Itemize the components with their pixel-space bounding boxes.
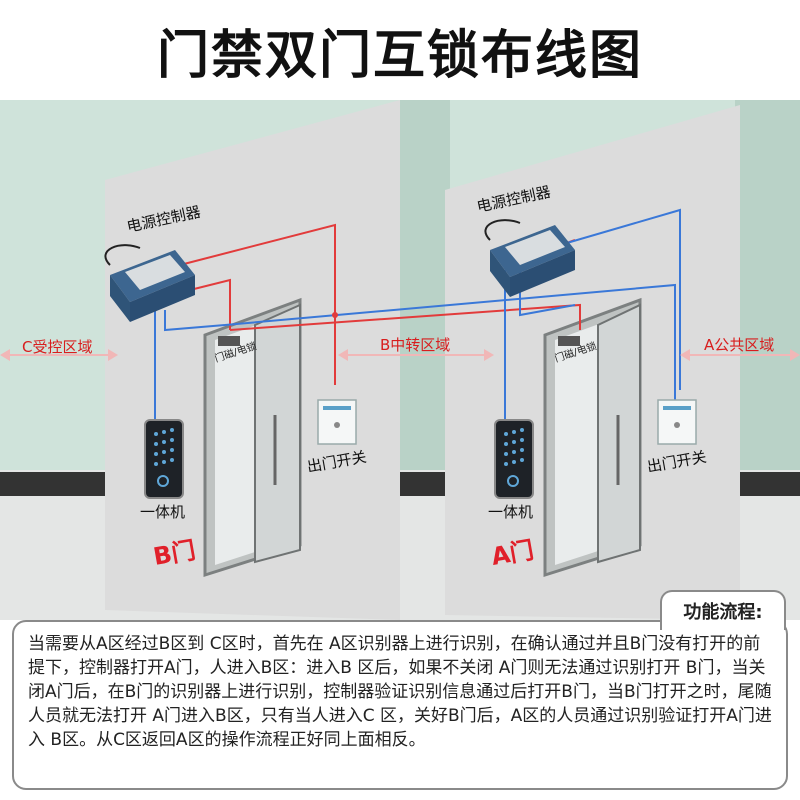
electric-lock-icon <box>218 336 240 346</box>
function-panel <box>12 620 788 790</box>
left-door <box>203 297 302 578</box>
reader-left-icon <box>144 419 184 499</box>
reader-label-left: 一体机 <box>140 503 185 521</box>
page-title: 门禁双门互锁布线图 <box>156 25 643 86</box>
electric-lock-icon <box>558 336 580 346</box>
blue-wires <box>154 208 681 425</box>
exit-button-right-icon <box>657 399 697 445</box>
zone-b-label: B中转区域 <box>380 336 450 354</box>
right-door <box>543 297 642 578</box>
power-controller-right <box>484 219 575 297</box>
wall-stripe <box>735 100 800 470</box>
zone-c-label: C受控区域 <box>22 338 92 356</box>
reader-right-icon <box>494 419 534 499</box>
zone-b-arrow <box>338 349 494 361</box>
function-heading: 功能流程: <box>660 590 786 630</box>
function-text: 当需要从A区经过B区到 C区时，首先在 A区识别器上进行识别，在确认通过并且B门… <box>28 634 772 750</box>
zone-a-arrow <box>680 349 800 361</box>
exit-button-left-icon <box>317 399 357 445</box>
zone-c-arrow <box>0 349 118 361</box>
zone-a-label: A公共区域 <box>704 336 774 354</box>
wall-stripe <box>400 100 450 470</box>
power-controller-left <box>104 244 195 322</box>
reader-label-right: 一体机 <box>488 503 533 521</box>
wiring-scene: C受控区域 B中转区域 A公共区域 电源控制器 电源控制器 门磁/电锁 门磁/电… <box>0 100 800 620</box>
